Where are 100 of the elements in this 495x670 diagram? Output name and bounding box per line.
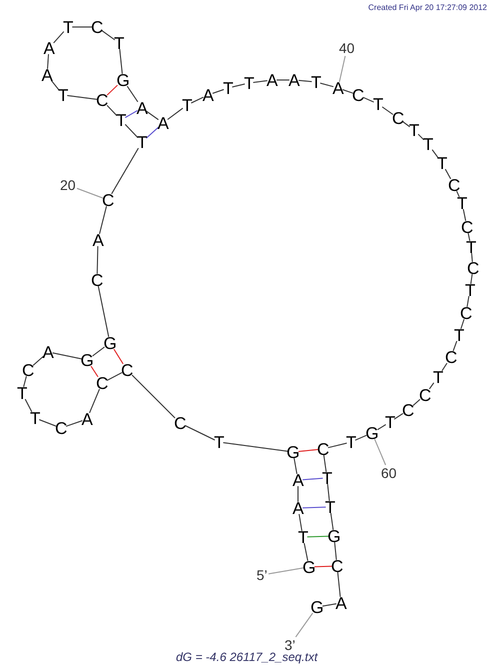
strand-end-label: 5’ (256, 568, 268, 582)
leader-line (338, 56, 346, 82)
backbone-line (418, 134, 424, 140)
backbone-line (232, 84, 246, 88)
backbone-line (132, 374, 176, 418)
backbone-line (460, 318, 465, 330)
nucleotide-letter: T (114, 34, 124, 52)
backbone-line (377, 424, 386, 430)
backbone-line (328, 442, 348, 448)
nucleotide-letter: C (461, 218, 474, 236)
backbone-line (444, 168, 452, 180)
nucleotide-letter: A (82, 410, 93, 428)
backbone-line (106, 104, 118, 116)
base-pair-line (298, 449, 318, 452)
backbone-line (184, 425, 216, 440)
backbone-line (327, 484, 330, 502)
nucleotide-letter: A (336, 594, 347, 612)
nucleotide-letter: T (58, 86, 68, 104)
backbone-line (432, 149, 438, 158)
nucleotide-letter: T (311, 74, 322, 90)
backbone-line (190, 96, 204, 104)
backbone-line (428, 382, 434, 390)
backbone-line (51, 80, 60, 90)
nucleotide-letter: A (42, 344, 54, 360)
backbone-line (72, 26, 92, 28)
backbone-line (323, 454, 327, 472)
nucleotide-letter: G (366, 424, 379, 442)
base-pair-line (302, 506, 326, 508)
nucleotide-letter: T (17, 384, 28, 402)
nucleotide-letter: G (310, 598, 324, 616)
backbone-line (337, 572, 341, 598)
backbone-line (456, 190, 460, 198)
backbone-line (334, 542, 337, 560)
nucleotide-letter: G (80, 352, 94, 368)
backbone-line (298, 80, 312, 82)
backbone-line (468, 232, 470, 242)
backbone-line (298, 514, 302, 532)
nucleotide-letter: T (244, 74, 254, 92)
base-pair-line (306, 536, 329, 538)
nucleotide-letter: T (433, 368, 444, 386)
nucleotide-letter: C (352, 86, 364, 104)
nucleotide-letter: A (136, 100, 148, 116)
backbone-line (471, 252, 473, 262)
nucleotide-letter: C (419, 386, 432, 404)
backbone-line (146, 110, 159, 120)
backbone-line (124, 124, 138, 138)
nucleotide-letter: A (158, 114, 169, 132)
nucleotide-letter: A (202, 86, 214, 104)
nucleotide-letter: C (445, 348, 458, 366)
backbone-line (470, 274, 473, 284)
base-pair-line (302, 478, 324, 480)
nucleotide-letter: G (286, 444, 300, 460)
nucleotide-letter: T (223, 80, 234, 96)
nucleotide-letter: T (63, 18, 74, 36)
backbone-line (66, 420, 83, 427)
backbone-line (452, 340, 458, 352)
nucleotide-letter: C (96, 92, 108, 108)
base-pair-line (314, 566, 332, 568)
backbone-line (24, 398, 32, 412)
backbone-line (111, 148, 139, 194)
backbone-line (394, 412, 404, 420)
nucleotide-letter: A (332, 80, 344, 96)
backbone-line (98, 286, 110, 338)
leader-line (76, 188, 104, 199)
nucleotide-letter: A (292, 500, 304, 516)
nucleotide-letter: A (92, 232, 104, 248)
nucleotide-letter: G (116, 72, 130, 88)
backbone-line (466, 296, 470, 308)
backbone-line (304, 542, 308, 562)
nucleotide-letter: T (385, 414, 396, 430)
nucleotide-letter: C (448, 176, 460, 194)
base-pair-line (124, 110, 138, 118)
base-pair-line (113, 348, 124, 364)
nucleotide-letter: A (292, 472, 304, 488)
nucleotide-letter: A (266, 72, 278, 88)
nucleotide-letter: C (102, 192, 114, 208)
nucleotide-letter: C (91, 18, 104, 36)
backbone-line (222, 442, 288, 452)
base-pair-line (90, 366, 98, 378)
nucleotide-letter: C (55, 420, 68, 436)
backbone-line (320, 82, 334, 88)
nucleotide-letter: T (30, 410, 40, 426)
nucleotide-letter: T (409, 122, 420, 138)
backbone-line (47, 54, 49, 70)
base-pair-line (106, 84, 118, 96)
nucleotide-letter: C (91, 272, 104, 288)
backbone-line (89, 388, 100, 414)
position-number: 20 (60, 178, 76, 192)
nucleotide-letter: C (317, 440, 330, 458)
nucleotide-letter: T (137, 134, 148, 150)
nucleotide-letter: G (328, 528, 341, 544)
backbone-line (354, 434, 367, 441)
nucleotide-letter: C (96, 374, 108, 392)
backbone-line (442, 362, 448, 372)
backbone-line (362, 96, 374, 103)
strand-end-label: 3’ (284, 638, 296, 652)
nucleotide-letter: T (437, 154, 448, 172)
nucleotide-letter: C (121, 362, 134, 378)
nucleotide-letter: T (454, 326, 464, 344)
nucleotide-letter: T (214, 434, 224, 450)
